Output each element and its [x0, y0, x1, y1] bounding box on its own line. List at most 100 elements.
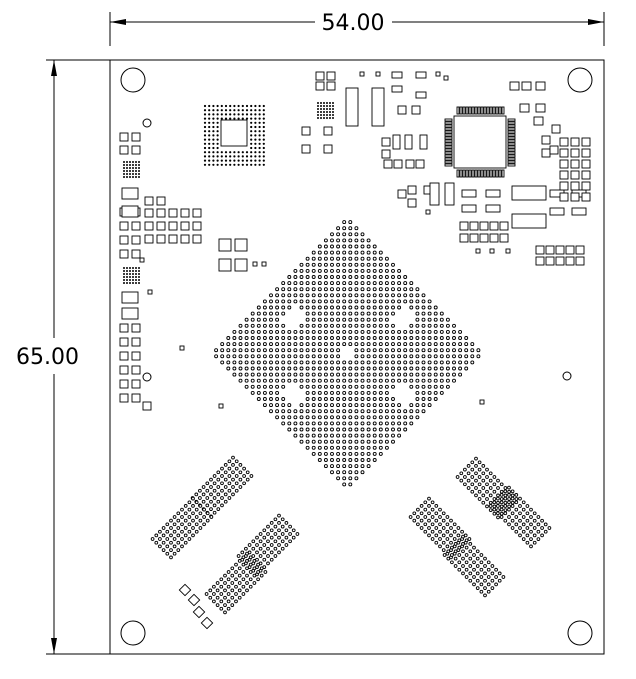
bga-ball — [172, 522, 177, 527]
bga-ball — [233, 113, 236, 116]
bga-ball — [518, 496, 522, 501]
bga-ball — [330, 403, 334, 408]
bga-ball — [468, 549, 473, 554]
bga-ball — [496, 511, 500, 516]
bga-ball — [323, 244, 328, 249]
bga-ball — [458, 366, 463, 371]
bga-ball — [220, 109, 223, 112]
via — [132, 276, 134, 278]
bga-ball — [187, 529, 192, 534]
bga-ball — [238, 329, 243, 334]
bga-ball — [305, 421, 310, 426]
bga-ball — [372, 317, 377, 322]
component-pad — [555, 245, 565, 255]
bga-ball — [176, 526, 181, 530]
bga-ball — [474, 456, 478, 461]
bga-ball — [336, 287, 341, 292]
bga-ball — [360, 305, 365, 310]
component-pad — [407, 198, 417, 208]
bga-ball — [427, 378, 432, 383]
bga-ball — [311, 403, 316, 408]
bga-ball — [305, 354, 310, 359]
bga-ball — [483, 578, 487, 583]
bga-ball — [208, 142, 211, 145]
bga-ball — [475, 564, 480, 568]
bga-ball — [201, 492, 206, 497]
bga-ball — [336, 348, 341, 353]
bga-ball — [391, 323, 395, 328]
bga-ball — [305, 336, 310, 340]
bga-ball — [224, 159, 228, 162]
bga-ball — [403, 281, 408, 286]
bga-ball — [183, 518, 188, 523]
bga-ball — [180, 529, 184, 534]
bga-ball — [169, 548, 173, 552]
bga-ball — [378, 342, 383, 347]
via — [123, 167, 125, 169]
bga-ball — [330, 366, 334, 371]
bga-ball — [262, 342, 267, 347]
bga-ball — [299, 354, 304, 359]
bga-ball — [536, 537, 541, 541]
via — [135, 267, 137, 269]
bga-ball — [486, 560, 491, 565]
bga-ball — [317, 409, 322, 414]
bga-ball — [366, 464, 371, 469]
bga-ball — [468, 564, 473, 568]
bga-ball — [503, 508, 508, 512]
bga-ball — [461, 549, 465, 554]
bga-ball — [305, 403, 310, 408]
bga-ball — [247, 543, 252, 547]
bga-ball — [183, 511, 188, 516]
bga-ball — [427, 496, 431, 501]
bga-ball — [348, 360, 353, 365]
bga-ball — [433, 342, 438, 347]
bga-ball — [208, 151, 211, 154]
bga-ball — [378, 433, 383, 438]
bga-ball — [161, 548, 166, 552]
bga-ball — [293, 415, 298, 420]
bga-ball — [220, 466, 224, 471]
via — [323, 105, 325, 107]
bga-ball — [342, 311, 347, 316]
bga-ball — [336, 311, 341, 316]
bga-ball — [198, 496, 202, 500]
bga-ball — [299, 366, 304, 371]
bga-ball — [354, 397, 359, 401]
bga-ball — [232, 336, 237, 340]
bga-ball — [521, 529, 526, 534]
bga-ball — [281, 305, 286, 310]
bga-ball — [212, 130, 215, 133]
bga-ball — [258, 155, 261, 158]
bga-ball — [496, 504, 500, 508]
bga-ball — [360, 384, 365, 389]
component-pad — [570, 159, 580, 169]
bga-ball — [203, 104, 207, 108]
bga-ball — [299, 348, 304, 353]
bga-ball — [354, 329, 359, 334]
bga-ball — [342, 281, 347, 286]
bga-ball — [248, 584, 253, 589]
component-pad — [144, 196, 154, 206]
bga-ball — [481, 464, 486, 468]
bga-ball — [354, 366, 359, 371]
bga-ball — [250, 366, 255, 371]
bga-ball — [277, 550, 281, 555]
bga-ball — [229, 104, 232, 108]
component-pad — [541, 148, 551, 158]
bga-ball — [348, 433, 353, 438]
bga-ball — [342, 482, 347, 487]
component-pad — [180, 221, 190, 231]
qfp-pin — [486, 169, 490, 178]
component-pad — [218, 238, 232, 252]
component-pad — [575, 256, 585, 266]
component-pad — [549, 207, 565, 216]
bga-ball — [354, 311, 359, 316]
bga-ball — [293, 293, 298, 298]
bga-ball — [342, 342, 347, 347]
bga-ball — [317, 421, 322, 426]
bga-ball — [348, 342, 353, 347]
bga-ball — [384, 360, 389, 365]
component-pad — [575, 245, 585, 255]
bga-ball — [378, 390, 383, 395]
